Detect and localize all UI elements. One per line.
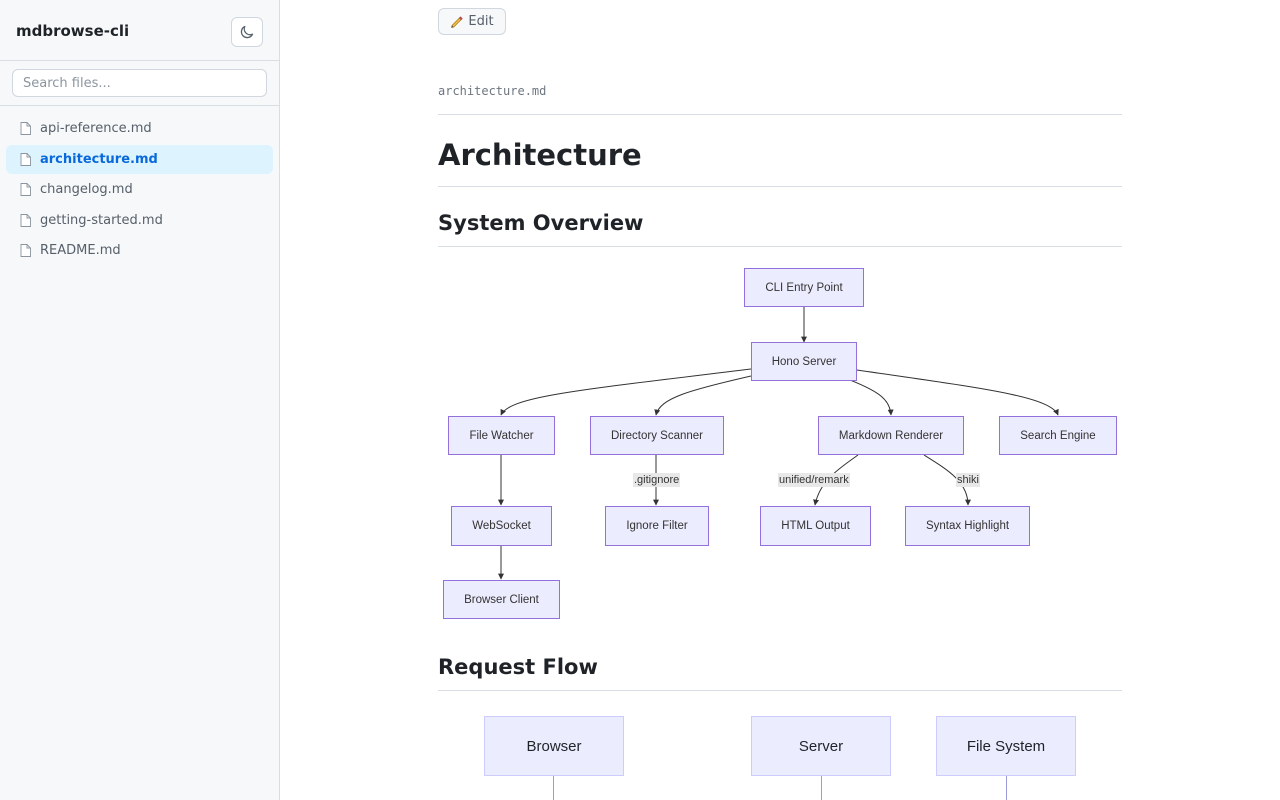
pencil-icon xyxy=(451,15,464,28)
file-icon xyxy=(20,213,31,227)
flowchart-edges xyxy=(498,307,1059,580)
file-icon xyxy=(20,183,31,197)
edit-button-label: Edit xyxy=(468,14,494,29)
file-label: api-reference.md xyxy=(40,121,152,136)
moon-icon xyxy=(240,25,254,39)
edge-hono-scanner xyxy=(654,375,752,416)
sequence-participant-file-system: File System xyxy=(936,716,1076,776)
file-path: architecture.md xyxy=(438,84,547,98)
edge-hono-search xyxy=(856,369,1059,416)
file-label: changelog.md xyxy=(40,182,133,198)
node-markdown-renderer: Markdown Renderer xyxy=(818,416,964,455)
edge-hono-renderer xyxy=(849,379,894,416)
search-bar xyxy=(0,61,279,106)
node-html-output: HTML Output xyxy=(760,506,871,546)
lifeline-server xyxy=(821,776,822,800)
file-item-architecture[interactable]: architecture.md xyxy=(6,144,273,174)
divider xyxy=(438,186,1122,187)
file-label: architecture.md xyxy=(40,151,158,167)
node-browser-client: Browser Client xyxy=(443,580,560,619)
file-icon xyxy=(20,152,31,166)
file-item-readme[interactable]: README.md xyxy=(6,236,273,265)
edge-label-gitignore: .gitignore xyxy=(633,473,681,487)
theme-toggle-button[interactable] xyxy=(231,17,263,47)
search-input[interactable] xyxy=(12,69,267,97)
file-item-changelog[interactable]: changelog.md xyxy=(6,175,273,204)
section-heading-request-flow: Request Flow xyxy=(438,655,598,679)
lifeline-browser xyxy=(553,776,554,800)
lifeline-file-system xyxy=(1006,776,1007,800)
node-syntax-highlight: Syntax Highlight xyxy=(905,506,1030,546)
node-cli-entry-point: CLI Entry Point xyxy=(744,268,864,307)
section-heading-system-overview: System Overview xyxy=(438,211,644,235)
file-item-getting-started[interactable]: getting-started.md xyxy=(6,206,273,235)
file-label: README.md xyxy=(40,243,121,259)
edge-label-shiki: shiki xyxy=(956,473,981,487)
node-ignore-filter: Ignore Filter xyxy=(605,506,709,546)
app-title: mdbrowse-cli xyxy=(16,22,130,40)
node-hono-server: Hono Server xyxy=(751,342,857,381)
node-file-watcher: File Watcher xyxy=(448,416,555,455)
file-list: api-reference.md architecture.md changel… xyxy=(6,114,273,267)
page-title: Architecture xyxy=(438,138,642,172)
document-view: Edit architecture.md Architecture System… xyxy=(280,0,1280,800)
edge-label-unified-remark: unified/remark xyxy=(778,473,850,487)
node-websocket: WebSocket xyxy=(451,506,552,546)
node-directory-scanner: Directory Scanner xyxy=(590,416,724,455)
sidebar: mdbrowse-cli api-reference.md architectu… xyxy=(0,0,280,800)
sequence-participant-server: Server xyxy=(751,716,891,776)
file-item-api-reference[interactable]: api-reference.md xyxy=(6,114,273,143)
divider xyxy=(438,690,1122,691)
divider xyxy=(438,114,1122,115)
file-icon xyxy=(20,244,31,258)
sequence-participant-browser: Browser xyxy=(484,716,624,776)
sidebar-header: mdbrowse-cli xyxy=(0,0,279,61)
node-search-engine: Search Engine xyxy=(999,416,1117,455)
file-label: getting-started.md xyxy=(40,212,163,228)
edit-button[interactable]: Edit xyxy=(438,8,506,35)
edge-hono-watcher xyxy=(500,368,752,416)
file-icon xyxy=(20,122,31,135)
divider xyxy=(438,246,1122,247)
